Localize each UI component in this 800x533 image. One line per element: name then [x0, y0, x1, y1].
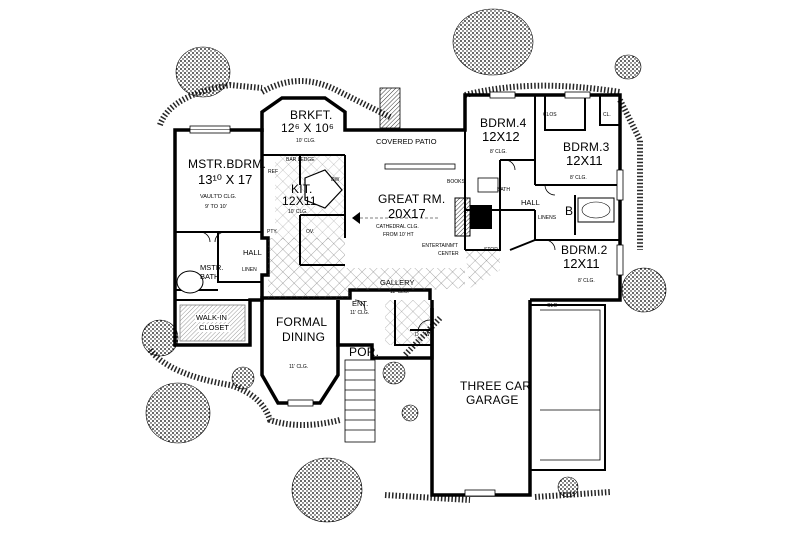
hedge	[384, 492, 471, 503]
mstr-bdrm-note1: VAULT'D CLG.	[200, 194, 237, 200]
kit-name: KIT.	[291, 182, 313, 196]
great-rm-dims: 20X17	[388, 206, 426, 221]
formal-dining-note: 11' CLG.	[289, 364, 309, 370]
window	[616, 244, 624, 276]
fireplace-hearth	[470, 205, 492, 229]
window	[489, 91, 516, 99]
window	[379, 87, 401, 129]
gallery-name: GALLERY	[380, 278, 415, 287]
shrub	[452, 8, 534, 76]
hall-right-label: HALL	[521, 198, 540, 207]
cl-label: CL.	[603, 112, 611, 118]
por-label: POR.	[349, 345, 380, 359]
brkft-name: BRKFT.	[290, 108, 333, 122]
bathtub	[176, 270, 204, 294]
bdrm2-note: 8' CLG.	[578, 278, 595, 284]
shrub	[401, 404, 419, 422]
mstr-bath-line2: BATH	[200, 272, 220, 281]
hedge	[147, 348, 341, 428]
great-rm-note2: FROM 10' HT	[383, 232, 414, 238]
bath-label: BATH	[497, 187, 510, 193]
shrub	[557, 476, 579, 498]
mstr-bdrm-dims: 13¹⁰ X 17	[198, 172, 253, 187]
shrub	[175, 46, 231, 98]
bdrm2-name: BDRM.2	[561, 243, 608, 257]
doors	[199, 159, 556, 333]
great-rm-note1: CATHEDRAL CLG.	[376, 224, 419, 230]
ent-note: 11' CLG.	[350, 310, 370, 316]
clo-label: CLO	[547, 303, 558, 309]
clos-label: CLOS	[543, 112, 557, 118]
kitchen-island	[304, 169, 343, 209]
window	[287, 399, 314, 407]
bdrm4-dims: 12X12	[482, 129, 520, 144]
hedge	[617, 98, 643, 250]
b-label: B.	[565, 204, 577, 218]
pty-label: PTY.	[267, 229, 278, 235]
bdrm4-name: BDRM.4	[480, 116, 527, 130]
walk-in-line1: WALK-IN	[195, 313, 228, 322]
shrub	[141, 319, 179, 357]
landscaping	[141, 8, 667, 523]
hall-left-label: HALL	[243, 248, 262, 257]
ref-label: REF	[268, 169, 278, 175]
bar-ledge: BAR LEDGE	[286, 157, 315, 163]
interior-walls	[175, 95, 620, 471]
kit-note: 10' CLG.	[288, 209, 308, 215]
brkft-note: 10' CLG.	[296, 138, 316, 144]
covered-patio-label: COVERED PATIO	[376, 137, 437, 146]
entertainment-line2: CENTER	[438, 251, 459, 257]
arrow	[352, 212, 360, 224]
formal-dining-line1: FORMAL	[276, 315, 328, 329]
bdrm3-name: BDRM.3	[563, 140, 610, 154]
garage-line2: GARAGE	[466, 393, 519, 407]
laundry-w-label: W	[425, 332, 430, 338]
mstr-bath-line1: MSTR.	[200, 263, 224, 272]
brkft-dims: 12⁶ X 10⁶	[281, 121, 335, 135]
window	[384, 163, 456, 170]
hedge	[157, 81, 263, 127]
shrub	[621, 267, 667, 313]
entertainment-line1: ENTERTAINM'T	[422, 243, 459, 249]
books-label: BOOKS	[447, 179, 465, 185]
bathtub	[577, 197, 615, 223]
ent-name: ENT.	[352, 299, 369, 308]
bdrm4-note: 8' CLG.	[490, 149, 507, 155]
bdrm3-dims: 12X11	[566, 153, 603, 168]
laundry-d-label: D	[415, 332, 419, 338]
porch-steps	[344, 359, 376, 443]
gallery-note: 11' CLG.	[390, 289, 410, 295]
shrub	[231, 366, 255, 390]
shrub	[614, 54, 642, 80]
window	[464, 489, 496, 497]
formal-dining-line2: DINING	[282, 330, 326, 344]
bdrm2-dims: 12X11	[563, 256, 600, 271]
fixtures	[176, 87, 624, 497]
ov-label: OV.	[306, 229, 315, 235]
kit-dims: 12X11	[282, 194, 317, 208]
bdrm3-note: 8' CLG.	[570, 175, 587, 181]
garage-line1: THREE CAR	[460, 379, 532, 393]
shrub	[291, 457, 363, 523]
mstr-bdrm-note2: 9' TO 10'	[205, 204, 227, 210]
mstr-bdrm-name: MSTR.BDRM.	[188, 157, 266, 171]
dw-label: DW	[331, 177, 340, 183]
walk-in-line2: CLOSET	[198, 323, 231, 332]
great-rm-name: GREAT RM.	[378, 192, 446, 206]
window	[564, 91, 591, 99]
fireplace	[454, 197, 471, 237]
linens-label: LINENS	[538, 215, 557, 221]
shrub	[382, 361, 406, 385]
window	[616, 169, 624, 201]
walk-in-closet-rods	[179, 304, 246, 342]
shrub	[145, 382, 211, 444]
linen-label: LINEN	[242, 267, 257, 273]
stor-label: STOR.	[484, 247, 500, 253]
